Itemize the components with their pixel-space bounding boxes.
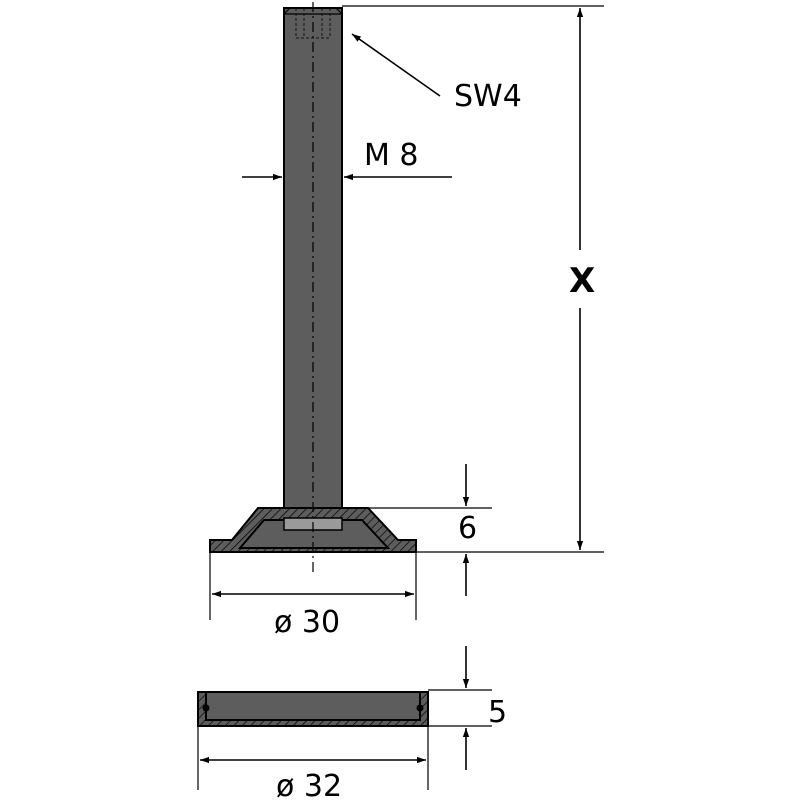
sw4-callout: SW4 [351, 33, 522, 114]
base-diameter-label: ø 30 [274, 605, 340, 640]
thread-label: M 8 [364, 138, 419, 173]
pad-rim-left [202, 704, 210, 712]
base-height-dimension: 6 [368, 464, 492, 596]
pad-diameter-label: ø 32 [276, 769, 342, 800]
pad-rim-right [416, 704, 424, 712]
leveling-foot [209, 2, 417, 576]
length-dimension: X [342, 5, 604, 553]
pad-height-dimension: 5 [428, 646, 507, 770]
pad-diameter-dimension: ø 32 [197, 726, 429, 800]
base-diameter-dimension: ø 30 [209, 552, 417, 640]
sw4-label: SW4 [454, 79, 522, 114]
thread-dimension: M 8 [242, 138, 452, 181]
base-cavity [237, 519, 391, 549]
base-height-label: 6 [458, 511, 477, 546]
rubber-pad [197, 691, 429, 727]
pad-cavity [205, 691, 421, 721]
length-label: X [569, 261, 595, 301]
pad-height-label: 5 [488, 695, 507, 730]
